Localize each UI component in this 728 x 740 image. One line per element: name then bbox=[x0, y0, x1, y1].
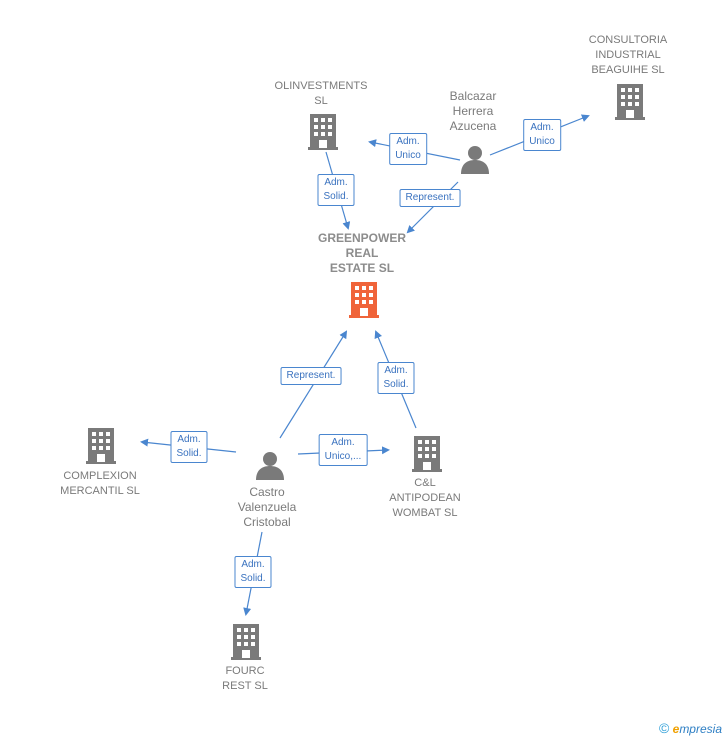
edge-label-antipodean-greenpower: Adm. Solid. bbox=[377, 362, 415, 394]
building-icon-complexion[interactable] bbox=[86, 428, 116, 464]
label-greenpower[interactable]: GREENPOWER REAL ESTATE SL bbox=[317, 231, 407, 275]
edge-label-balcazar-olinvestments: Adm. Unico bbox=[389, 133, 427, 165]
empresia-watermark: © empresia bbox=[659, 720, 722, 736]
edge-label-castro-antipodean: Adm. Unico,... bbox=[318, 434, 368, 466]
edge-label-castro-complexion: Adm. Solid. bbox=[170, 431, 208, 463]
copyright-symbol: © bbox=[658, 720, 670, 736]
brand-rest: mpresia bbox=[679, 722, 722, 736]
label-balcazar[interactable]: Balcazar Herrera Azucena bbox=[449, 89, 497, 133]
building-icon-fourc[interactable] bbox=[231, 624, 261, 660]
label-olinvestments[interactable]: OLINVESTMENTS SL bbox=[274, 80, 368, 107]
edge-label-balcazar-greenpower: Represent. bbox=[399, 189, 461, 207]
building-icon-consultoria[interactable] bbox=[615, 84, 645, 120]
person-icon-balcazar[interactable] bbox=[460, 144, 490, 174]
building-icon-antipodean[interactable] bbox=[412, 436, 442, 472]
label-antipodean[interactable]: C&L ANTIPODEAN WOMBAT SL bbox=[389, 477, 461, 519]
edge-label-olinvestments-greenpower: Adm. Solid. bbox=[317, 174, 355, 206]
brand-initial: e bbox=[672, 722, 680, 736]
edge-label-balcazar-consultoria: Adm. Unico bbox=[523, 119, 561, 151]
edge-label-castro-greenpower: Represent. bbox=[280, 367, 342, 385]
building-icon-greenpower[interactable] bbox=[348, 282, 380, 318]
label-consultoria[interactable]: CONSULTORIA INDUSTRIAL BEAGUIHE SL bbox=[588, 34, 668, 76]
edge-label-castro-fourc: Adm. Solid. bbox=[234, 556, 272, 588]
person-icon-castro[interactable] bbox=[255, 450, 285, 480]
label-fourc[interactable]: FOURC REST SL bbox=[222, 665, 268, 692]
label-castro[interactable]: Castro Valenzuela Cristobal bbox=[237, 485, 297, 529]
label-complexion[interactable]: COMPLEXION MERCANTIL SL bbox=[60, 470, 140, 497]
building-icon-olinvestments[interactable] bbox=[308, 114, 338, 150]
edge-castro-greenpower bbox=[279, 330, 348, 439]
